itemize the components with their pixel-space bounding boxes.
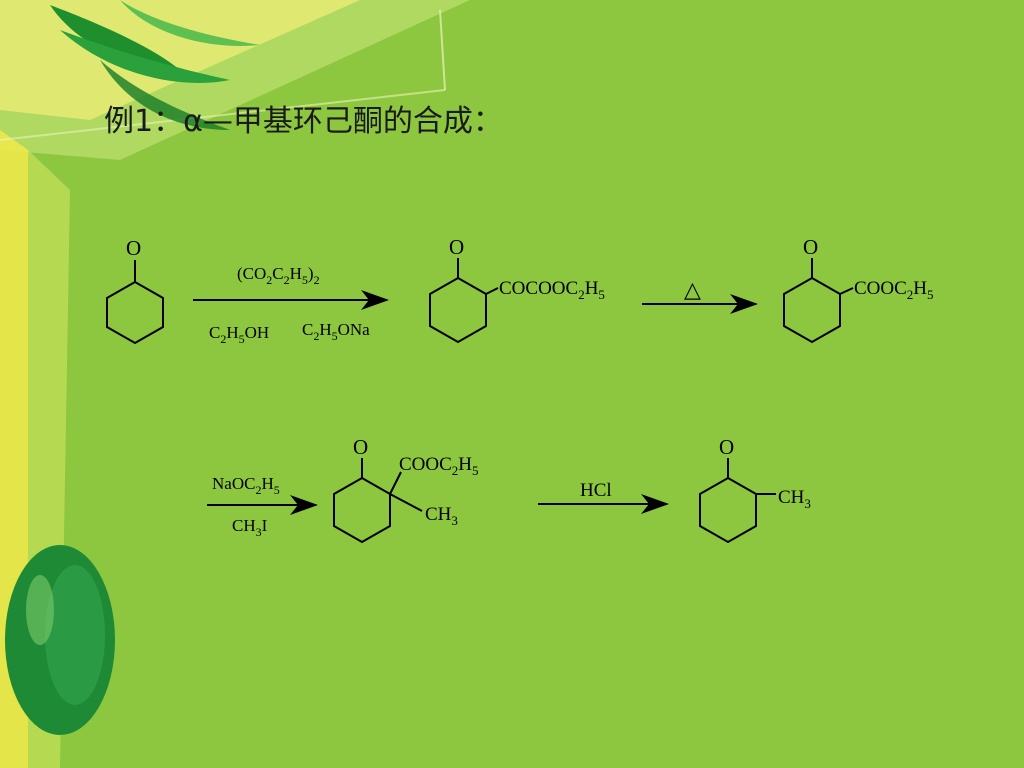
solvent-ethanol: C2H5OH (209, 323, 269, 346)
substituent-cooet-4: COOC2H5 (399, 454, 479, 478)
base-sodium-ethoxide: C2H5ONa (302, 320, 370, 343)
bond-sub-3 (839, 287, 854, 295)
substituent-cocooet: COCOOC2H5 (499, 278, 605, 302)
label-o-5: O (719, 435, 734, 459)
ring-methyl-ketoester (333, 476, 391, 544)
reagent-diethyl-oxalate: (CO2C2H5)2 (237, 264, 320, 287)
deco-frame-line-1 (439, 9, 446, 91)
deco-blob-highlight (26, 575, 54, 645)
label-o-2: O (449, 235, 464, 259)
substituent-ch3-4: CH3 (425, 504, 458, 528)
reagent-hcl: HCl (580, 480, 612, 501)
label-o-3: O (803, 235, 818, 259)
slide-title: 例1：α—甲基环己酮的合成： (104, 104, 503, 139)
ring-cyclohexanone (106, 280, 164, 345)
heat-symbol: △ (684, 278, 701, 303)
bond-methyl-4 (389, 493, 423, 512)
deco-leaf-4 (100, 60, 230, 130)
ring-ketoester (783, 276, 841, 344)
bond-sub-2 (485, 287, 499, 295)
bond-ester-4 (389, 471, 402, 495)
substituent-cooet-3: COOC2H5 (854, 278, 934, 302)
substituent-ch3-5: CH3 (778, 487, 811, 511)
reagent-methyl-iodide: CH3I (232, 516, 268, 539)
deco-leaf-1 (50, 5, 180, 70)
deco-frame-line-2 (0, 89, 446, 141)
label-o-4: O (353, 435, 368, 459)
reagent-naoet: NaOC2H5 (212, 474, 280, 497)
ring-methylcyclohexanone (699, 476, 757, 544)
label-o-1: O (126, 236, 141, 260)
deco-leaf-2 (60, 30, 230, 83)
deco-leaf-3 (120, 0, 260, 46)
deco-blob-inner (45, 565, 105, 705)
ring-oxalyl-ketone (429, 276, 487, 344)
